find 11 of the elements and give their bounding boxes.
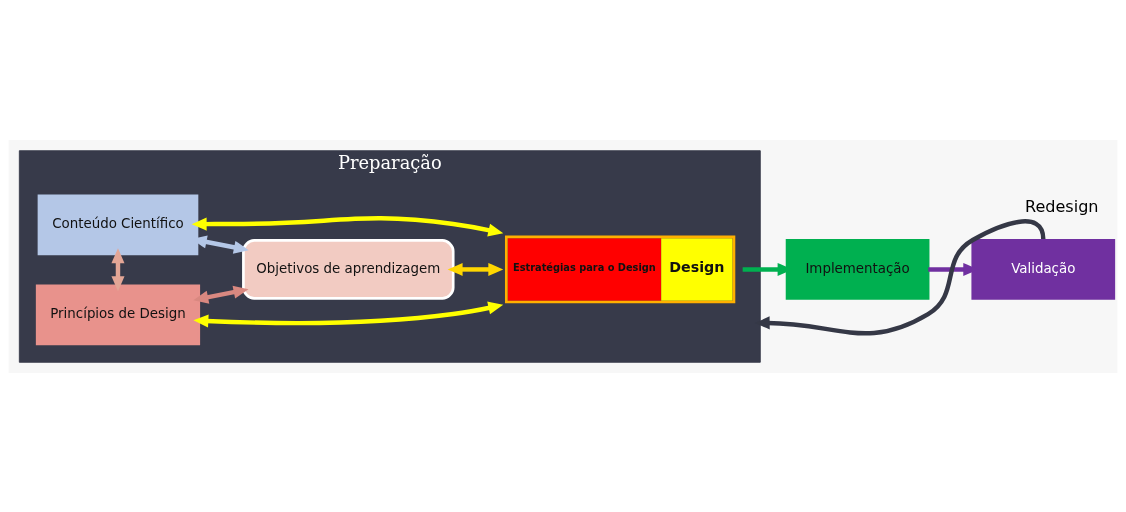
arrow (191, 215, 504, 236)
arrow (193, 301, 504, 328)
arrow (111, 247, 125, 291)
edge-label: Redesign (1025, 196, 1099, 216)
node-box: Validação (971, 238, 1116, 300)
node-box: Princípios de Design (35, 284, 201, 345)
node-box: Objetivos de aprendizagem (242, 238, 455, 300)
node-box: Conteúdo Científico (37, 193, 199, 255)
node-box: Implementação (785, 238, 930, 300)
arrow (193, 285, 249, 304)
arrow (447, 262, 504, 276)
